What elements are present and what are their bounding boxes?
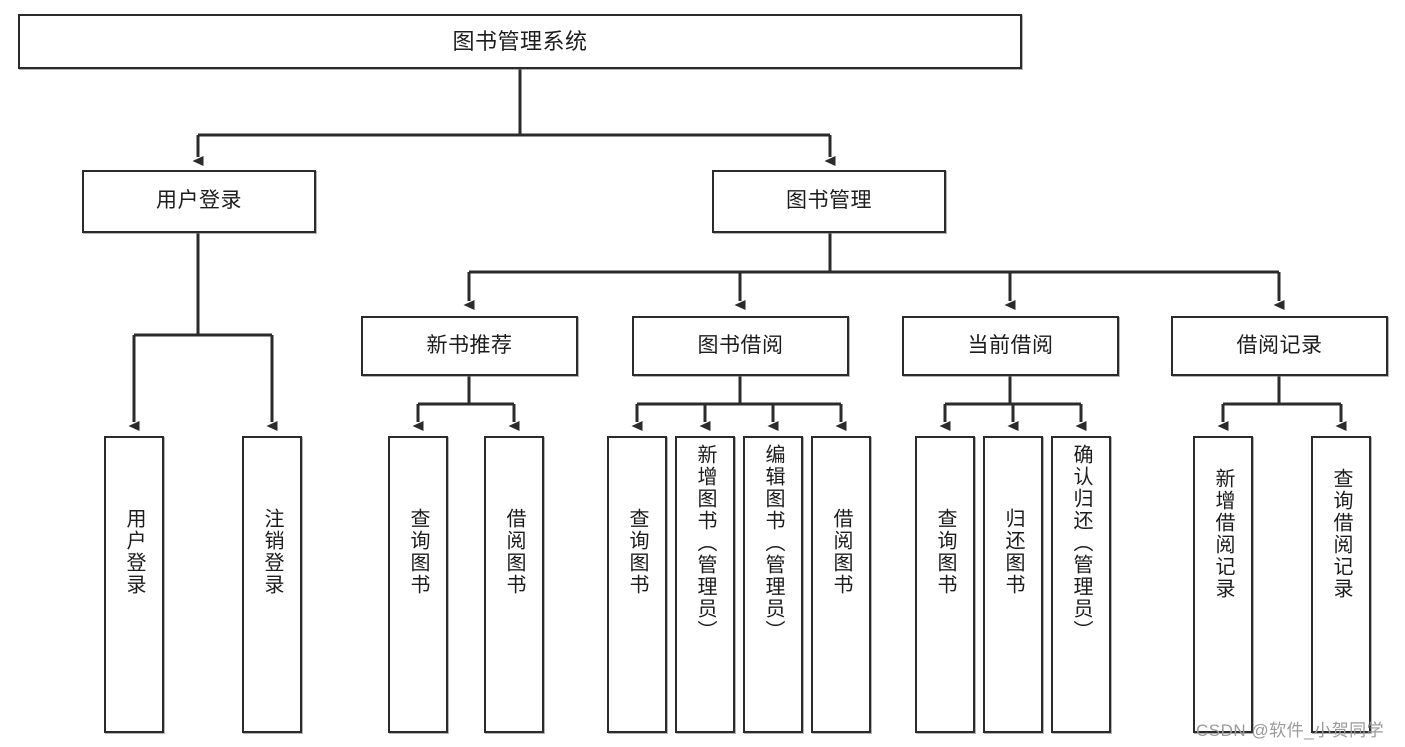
node-leaf-query-book-2[interactable]: 查询图书 — [607, 436, 667, 733]
node-label: 用户登录 — [123, 508, 145, 596]
node-leaf-query-borrow-record[interactable]: 查询借阅记录 — [1311, 436, 1371, 733]
node-borrow-record[interactable]: 借阅记录 — [1171, 316, 1388, 376]
node-label: 借阅图书 — [503, 508, 525, 596]
node-label: 图书借阅 — [697, 333, 784, 357]
node-book-borrow[interactable]: 图书借阅 — [632, 316, 849, 376]
node-label: 新增图书（管理员） — [694, 444, 716, 642]
node-label: 确认归还（管理员） — [1070, 444, 1092, 642]
node-leaf-add-borrow-record[interactable]: 新增借阅记录 — [1193, 436, 1253, 733]
node-label: 新书推荐 — [426, 333, 513, 357]
node-leaf-add-book[interactable]: 新增图书（管理员） — [675, 436, 735, 733]
node-leaf-query-book-1[interactable]: 查询图书 — [388, 436, 448, 733]
node-new-book-recommend[interactable]: 新书推荐 — [361, 316, 578, 376]
node-user-login[interactable]: 用户登录 — [82, 170, 316, 233]
node-label: 借阅记录 — [1236, 333, 1323, 357]
node-label: 图书管理 — [786, 189, 872, 213]
node-label: 查询图书 — [934, 508, 956, 596]
node-label: 查询图书 — [626, 508, 648, 596]
node-label: 新增借阅记录 — [1212, 468, 1234, 600]
node-leaf-borrow-book-1[interactable]: 借阅图书 — [484, 436, 544, 733]
node-book-management[interactable]: 图书管理 — [712, 170, 946, 233]
node-label: 注销登录 — [261, 508, 283, 596]
node-label: 查询借阅记录 — [1330, 468, 1352, 600]
node-label: 编辑图书（管理员） — [762, 444, 784, 642]
node-current-borrow[interactable]: 当前借阅 — [902, 316, 1119, 376]
node-label: 用户登录 — [156, 189, 242, 213]
node-label: 查询图书 — [407, 508, 429, 596]
node-leaf-user-login[interactable]: 用户登录 — [104, 436, 164, 733]
node-label: 借阅图书 — [830, 508, 852, 596]
node-leaf-return-book[interactable]: 归还图书 — [983, 436, 1043, 733]
node-label: 当前借阅 — [967, 333, 1054, 357]
node-label: 图书管理系统 — [452, 28, 588, 54]
node-leaf-edit-book[interactable]: 编辑图书（管理员） — [743, 436, 803, 733]
node-root-book-management-system[interactable]: 图书管理系统 — [18, 14, 1022, 69]
node-leaf-confirm-return[interactable]: 确认归还（管理员） — [1051, 436, 1111, 733]
node-label: 归还图书 — [1002, 508, 1024, 596]
node-leaf-logout[interactable]: 注销登录 — [242, 436, 302, 733]
node-leaf-borrow-book-2[interactable]: 借阅图书 — [811, 436, 871, 733]
node-leaf-query-book-3[interactable]: 查询图书 — [915, 436, 975, 733]
